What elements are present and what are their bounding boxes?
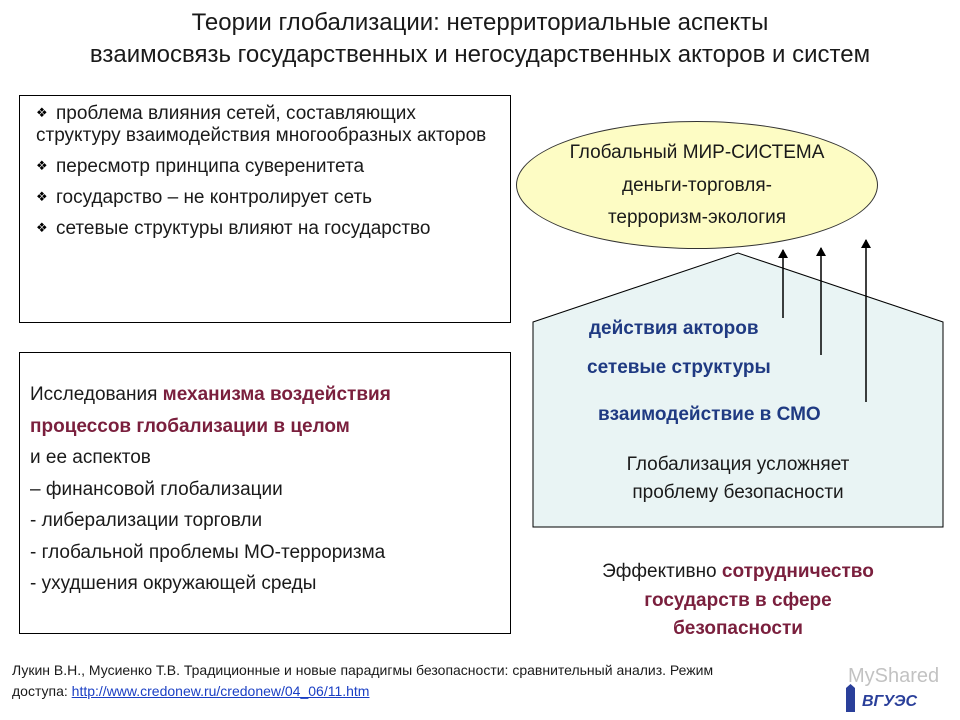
svg-text:MyShared: MyShared <box>848 665 939 687</box>
interaction-label: взаимодействие в СМО <box>598 404 821 425</box>
world-system-ellipse <box>516 121 878 249</box>
bullet-item: ❖ государство – не контролирует сеть <box>36 186 502 209</box>
diamond-bullet-icon: ❖ <box>36 220 48 235</box>
ellipse-line: терроризм-экология <box>607 207 787 228</box>
bullet-text: сетевые структуры влияют на государство <box>56 218 431 239</box>
house-shape <box>532 252 944 528</box>
cooperation-highlight: государств в сфере <box>644 590 832 611</box>
bullet-item: ❖ пересмотр принципа суверенитета <box>36 155 502 178</box>
ellipse-title: Глобальный МИР-СИСТЕМА <box>569 142 825 163</box>
citation-text: Лукин В.Н., Мусиенко Т.В. Традиционные и… <box>12 662 714 678</box>
research-line: – финансовой глобализации <box>30 478 283 500</box>
research-box: Исследования механизма воздействия проце… <box>19 352 511 634</box>
slide-title: Теории глобализации: нетерриториальные а… <box>191 9 769 36</box>
diamond-bullet-icon: ❖ <box>36 189 48 204</box>
network-structures-label: сетевые структуры <box>587 357 771 378</box>
cooperation-highlight: безопасности <box>673 618 803 639</box>
citation-access: доступа: http://www.credonew.ru/credonew… <box>12 681 827 701</box>
research-line: - ухудшения окружающей среды <box>30 573 317 594</box>
research-line: - либерализации торговли <box>30 510 263 531</box>
bullet-text: пересмотр принципа суверенитета <box>56 156 365 177</box>
bullet-item: ❖ сетевые структуры влияют на государство <box>36 217 502 240</box>
cooperation-highlight: сотрудничество <box>721 561 874 582</box>
ellipse-line: деньги-торговля- <box>622 175 772 196</box>
cooperation-text: Эффективно сотрудничество <box>548 557 928 586</box>
actors-actions-label: действия акторов <box>589 318 759 339</box>
citation-label: доступа: <box>12 683 72 699</box>
svg-text:ВГУЭС: ВГУЭС <box>862 693 918 710</box>
bullet-text: государство – не контролирует сеть <box>56 187 373 208</box>
research-intro: Исследования <box>30 384 163 405</box>
bullet-item: ❖проблема влияния сетей, составляющих ст… <box>36 102 502 147</box>
bullet-text: проблема влияния сетей, составляющих стр… <box>36 103 487 146</box>
cooperation-intro: Эффективно <box>602 561 722 582</box>
research-line: и ее аспектов <box>30 447 151 468</box>
research-highlight: механизма воздействия <box>162 384 391 405</box>
diamond-bullet-icon: ❖ <box>36 158 48 173</box>
diamond-bullet-icon: ❖ <box>36 105 48 120</box>
slide-subtitle: взаимосвязь государственных и негосударс… <box>89 41 871 68</box>
research-line: Исследования механизма воздействия <box>30 379 502 411</box>
research-line: - глобальной проблемы МО-терроризма <box>30 541 386 563</box>
aspects-box: ❖проблема влияния сетей, составляющих ст… <box>19 95 511 323</box>
research-highlight: процессов глобализации в целом <box>30 415 350 437</box>
university-emblem-icon <box>846 684 855 712</box>
research-line: процессов глобализации в целом <box>30 411 502 443</box>
globalization-text: Глобализация усложняет <box>626 454 850 475</box>
source-link[interactable]: http://www.credonew.ru/credonew/04_06/11… <box>71 683 370 699</box>
watermark-logo: MyShared ВГУЭС <box>846 665 939 712</box>
globalization-text: проблему безопасности <box>632 482 844 503</box>
